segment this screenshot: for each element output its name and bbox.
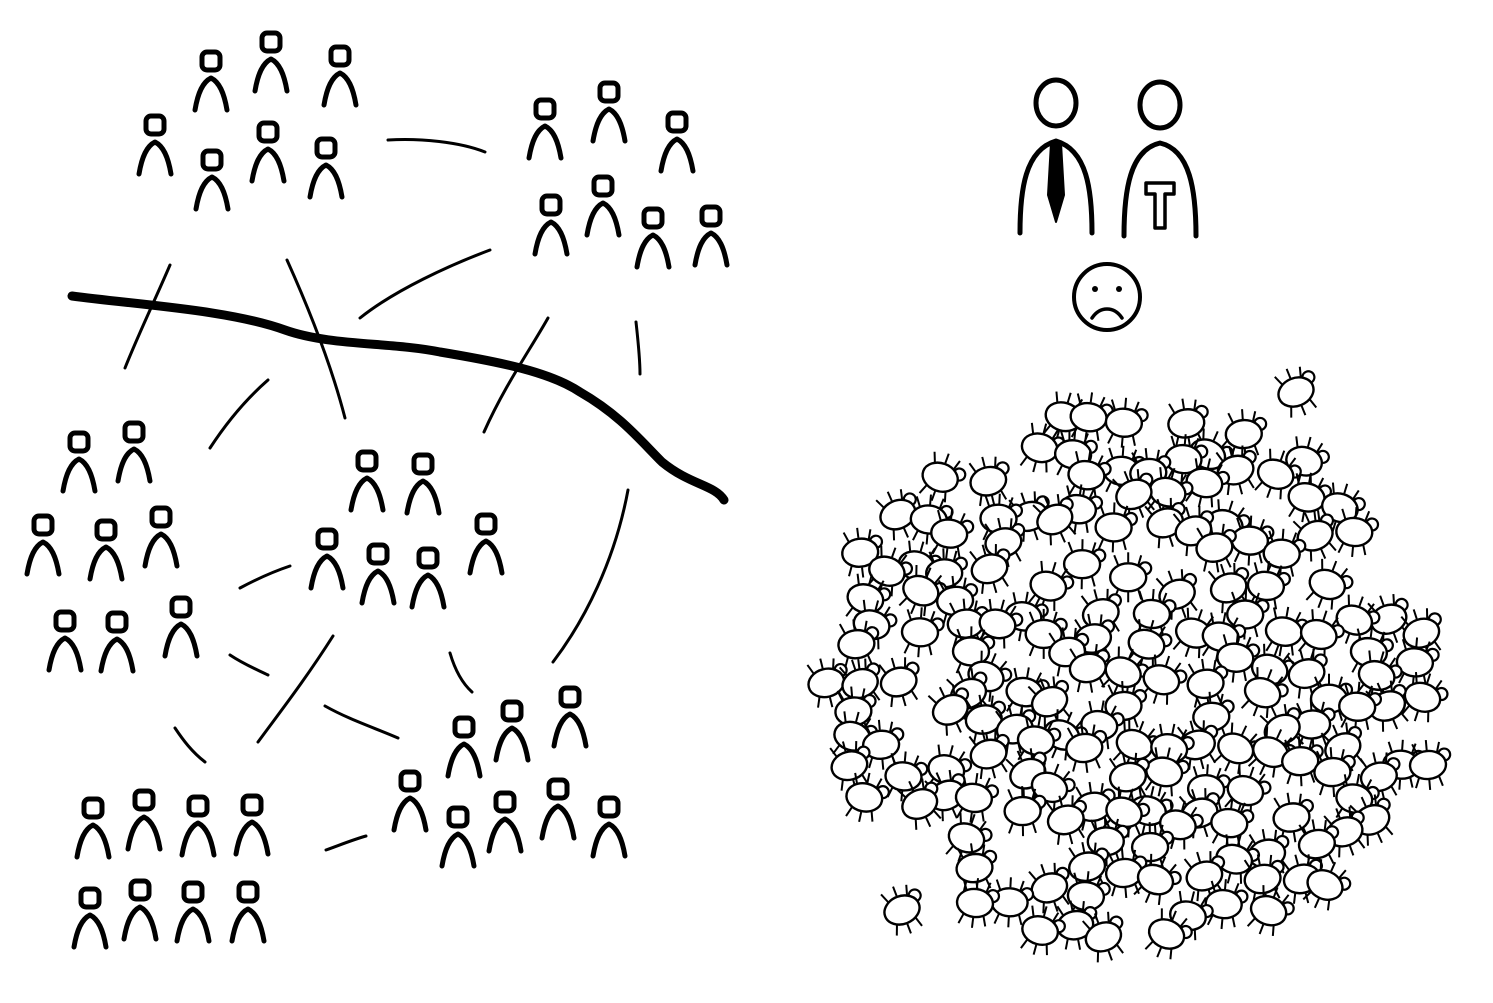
- connection-line: [448, 651, 474, 694]
- t-badge-icon: [1144, 181, 1176, 230]
- connection-line: [386, 138, 487, 154]
- person-icon: [311, 530, 343, 588]
- person-icon: [407, 455, 439, 513]
- person-icon: [661, 113, 693, 171]
- bug-swarm: [801, 359, 1455, 968]
- tester-figure: [1121, 79, 1199, 239]
- manager-figure: [1017, 77, 1095, 236]
- connection-line: [358, 248, 492, 320]
- person-icon: [470, 515, 502, 573]
- person-icon: [101, 613, 133, 671]
- bug-icon: [1102, 395, 1151, 451]
- connection-line: [551, 488, 630, 664]
- top-right-crowd: [529, 83, 727, 267]
- person-icon: [587, 177, 619, 235]
- bug-icon: [952, 874, 1003, 932]
- connection-line: [228, 653, 270, 677]
- person-icon: [165, 598, 197, 656]
- person-icon: [529, 100, 561, 158]
- person-icon: [496, 702, 528, 760]
- person-icon: [394, 772, 426, 830]
- person-icon: [535, 196, 567, 254]
- necktie-icon: [1047, 142, 1065, 223]
- person-icon: [412, 549, 444, 607]
- person-icon: [177, 883, 209, 941]
- person-icon: [118, 423, 150, 481]
- person-icon: [351, 452, 383, 510]
- person-icon: [310, 139, 342, 197]
- person-icon: [128, 791, 160, 849]
- bug-icon: [899, 604, 946, 661]
- center-crowd: [311, 452, 502, 607]
- connection-line: [323, 704, 400, 740]
- person-icon: [695, 207, 727, 265]
- connection-line: [256, 634, 335, 744]
- person-icon: [74, 889, 106, 947]
- person-icon: [27, 516, 59, 574]
- connection-line: [123, 263, 172, 370]
- person-icon: [145, 508, 177, 566]
- bug-icon: [1268, 359, 1328, 424]
- person-icon: [236, 796, 268, 854]
- bug-icon: [875, 877, 934, 941]
- top-left-crowd: [139, 33, 356, 209]
- connection-line: [285, 258, 347, 420]
- connection-line: [208, 378, 270, 450]
- person-icon: [195, 52, 227, 110]
- tester-head: [1137, 79, 1183, 131]
- bottom-right-crowd: [394, 688, 625, 866]
- sad-face-icon: [1072, 262, 1142, 332]
- person-icon: [252, 123, 284, 181]
- person-icon: [182, 797, 214, 855]
- person-icon: [593, 83, 625, 141]
- river-line: [67, 291, 729, 505]
- group-connections: [123, 138, 642, 852]
- person-icon: [196, 151, 228, 209]
- bug-icon: [1135, 649, 1193, 712]
- person-icon: [542, 780, 574, 838]
- person-icon: [124, 881, 156, 939]
- person-icon: [593, 798, 625, 856]
- person-icon: [554, 688, 586, 746]
- person-icon: [442, 808, 474, 866]
- person-icon: [49, 612, 81, 670]
- person-icon: [489, 793, 521, 851]
- mid-left-crowd: [27, 423, 197, 671]
- person-icon: [637, 209, 669, 267]
- person-icon: [139, 116, 171, 174]
- manager-head: [1033, 77, 1079, 129]
- person-icon: [255, 33, 287, 91]
- manager-body: [1017, 138, 1095, 236]
- connection-line: [634, 320, 642, 376]
- person-icon: [63, 433, 95, 491]
- person-icon: [90, 521, 122, 579]
- connection-line: [324, 834, 368, 852]
- person-icon: [232, 883, 264, 941]
- connection-line: [173, 726, 207, 764]
- tester-body: [1121, 140, 1199, 239]
- bottom-left-crowd: [74, 791, 268, 947]
- connection-line: [238, 564, 292, 590]
- person-icon: [324, 47, 356, 105]
- bug-icon: [873, 650, 929, 713]
- person-icon: [448, 718, 480, 776]
- person-icon: [77, 799, 109, 857]
- person-icon: [362, 545, 394, 603]
